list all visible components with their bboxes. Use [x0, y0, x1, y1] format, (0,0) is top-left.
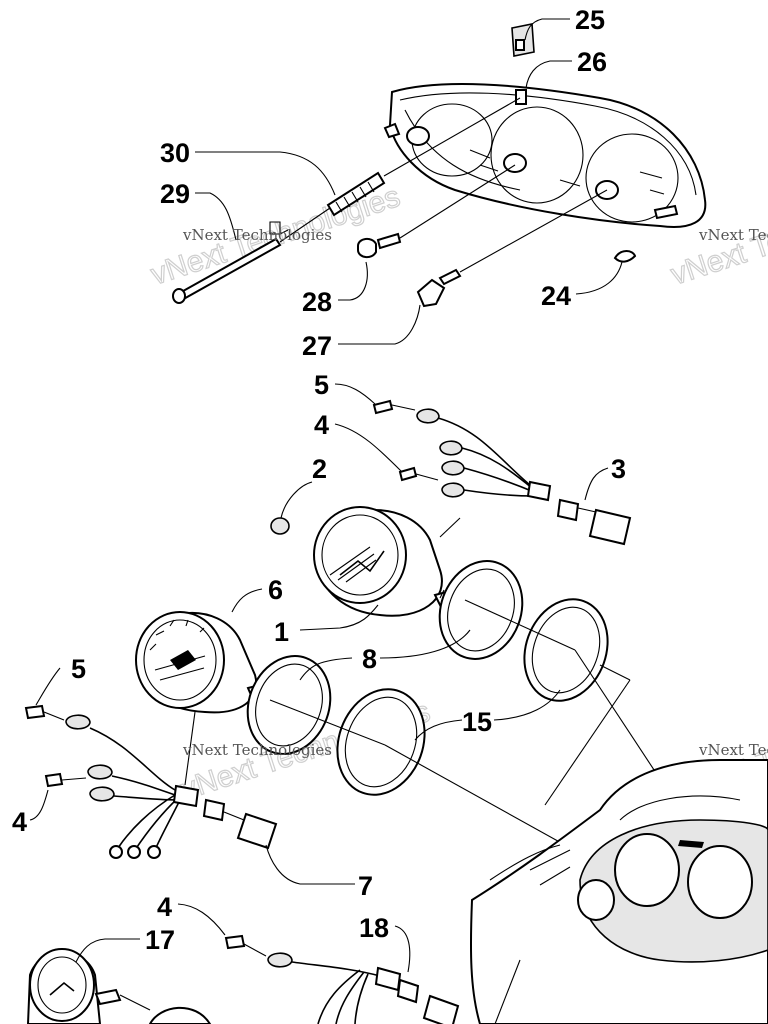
callout-30: 30	[160, 138, 190, 168]
bezel-ring-8a	[438, 560, 524, 660]
watermark-2: vNext Technologies	[698, 226, 768, 244]
callout-25: 25	[575, 5, 605, 35]
callout-18: 18	[359, 913, 389, 943]
callout-28: 28	[302, 287, 332, 317]
spring-part-30	[326, 97, 521, 217]
callout-26: 26	[577, 47, 607, 77]
bracket-part-26	[515, 89, 527, 105]
wiring-harness-3	[372, 399, 632, 546]
watermark-4: vNext Technologies	[698, 741, 768, 759]
watermark-text-group: vNext Technologies vNext Technologies vN…	[182, 226, 768, 759]
leader-lines	[29, 18, 623, 973]
callout-1: 1	[274, 617, 289, 647]
callout-8: 8	[362, 644, 377, 674]
callout-17: 17	[145, 925, 175, 955]
bezel-ring-15a	[523, 598, 609, 702]
bezel-ring-8b	[246, 655, 332, 755]
gauge-part-1	[313, 506, 473, 617]
socket-part-27	[416, 189, 608, 308]
callout-27: 27	[302, 331, 332, 361]
gauge-pod-housing	[383, 23, 707, 263]
callout-5-left: 5	[71, 654, 86, 684]
screw-part-24	[613, 250, 637, 263]
watermark-1: vNext Technologies	[182, 226, 332, 244]
callout-15: 15	[462, 707, 492, 737]
callout-4-top: 4	[314, 410, 329, 440]
wiring-harness-7	[24, 704, 278, 859]
callout-5-top: 5	[314, 370, 329, 400]
bulb-part-28	[357, 164, 516, 258]
screw-part-2	[270, 517, 290, 535]
callout-7: 7	[358, 871, 373, 901]
dashboard-hood	[469, 759, 768, 1024]
callout-24: 24	[541, 281, 571, 311]
callout-4-bottom: 4	[157, 892, 172, 922]
wiring-harness-18	[224, 934, 460, 1024]
bolt-part-29	[172, 207, 331, 304]
callout-3: 3	[611, 454, 626, 484]
watermark-3: vNext Technologies	[182, 741, 332, 759]
callout-2: 2	[312, 454, 327, 484]
callout-6: 6	[268, 575, 283, 605]
callout-labels: 25 26 30 29 28 24 27 5 4 2 3 6 1 8 5 15 …	[12, 5, 626, 955]
callout-29: 29	[160, 179, 190, 209]
callout-4-left: 4	[12, 807, 27, 837]
gauge-part-17	[26, 948, 212, 1024]
